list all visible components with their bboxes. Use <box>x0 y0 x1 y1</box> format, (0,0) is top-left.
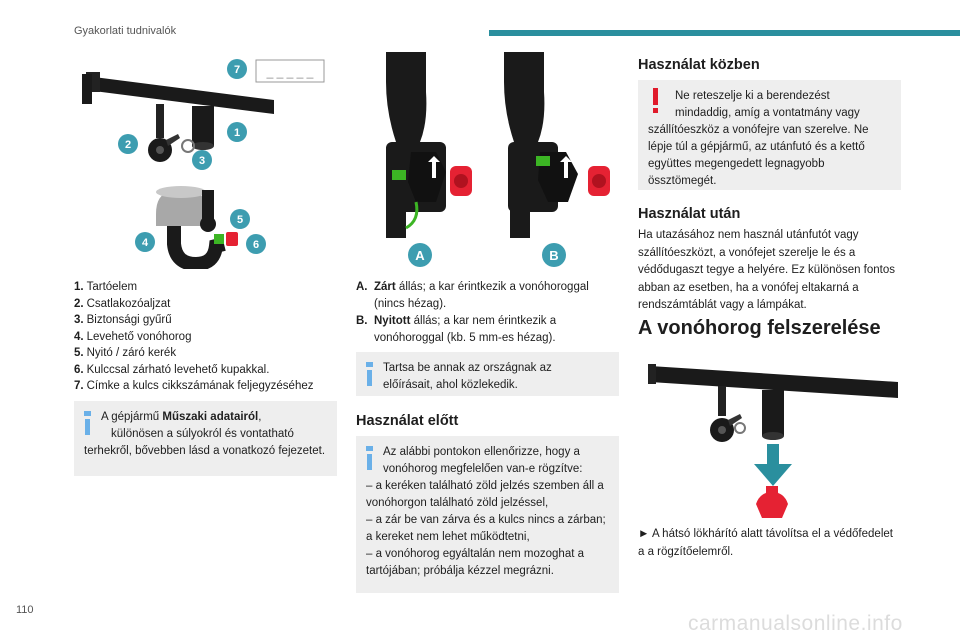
position-b-figure: B <box>490 52 618 268</box>
after-use-text: Ha utazásához nem használ utánfutót vagy… <box>638 229 896 311</box>
callout-1: 1 <box>234 127 240 139</box>
legend-item: 1.Tartóelem <box>74 281 138 293</box>
info-box-before-use: Az alábbi pontokon ellenőrizze, hogy a v… <box>356 436 619 593</box>
callout-3: 3 <box>199 155 205 167</box>
info-box-technical-data: A gépjármű Műszaki adatairól, különösen … <box>74 401 337 476</box>
info-box-country-rules: Tartsa be annak az országnak az előírása… <box>356 352 619 396</box>
legend-item: 4.Levehető vonóhorog <box>74 330 192 343</box>
info-icon <box>366 362 373 386</box>
section-heading-before-use: Használat előtt <box>356 413 459 429</box>
warning-box-during-use: Ne reteszelje ki a berendezést mindaddig… <box>638 80 901 190</box>
callout-4: 4 <box>142 237 149 249</box>
list-item: A. Zárt állás; a kar érintkezik a vonóho… <box>356 281 589 310</box>
towbar-assembly-figure: _ _ _ _ _ 7 1 2 3 5 4 6 <box>74 54 339 269</box>
callout-6: 6 <box>253 239 259 251</box>
section-heading-after-use: Használat után <box>638 206 741 222</box>
parts-legend: 1.Tartóelem 2.Csatlakozóaljzat 3.Biztons… <box>74 279 339 395</box>
warning-icon <box>652 88 659 114</box>
callout-5: 5 <box>237 214 243 226</box>
callout-7: 7 <box>234 64 240 76</box>
position-list: A. Zárt állás; a kar érintkezik a vonóho… <box>356 279 618 347</box>
check-item: – a vonóhorog egyáltalán nem mozoghat a … <box>366 548 585 577</box>
page-number: 110 <box>16 604 34 616</box>
badge-b: B <box>549 248 558 263</box>
legend-item: 5.Nyitó / záró kerék <box>74 347 177 359</box>
info-icon <box>366 446 373 470</box>
legend-item: 3.Biztonsági gyűrű <box>74 314 172 326</box>
page-section-title: A vonóhorog felszerelése <box>638 317 881 339</box>
running-header: Gyakorlati tudnivalók <box>74 25 177 37</box>
watermark: carmanualsonline.info <box>688 612 903 635</box>
legend-item: 6.Kulccsal zárható levehető kupakkal. <box>74 363 270 376</box>
check-item: – a keréken található zöld jelzés szembe… <box>366 480 604 509</box>
list-item: B. Nyitott állás; a kar nem érintkezik a… <box>356 315 557 344</box>
info-icon <box>84 411 91 435</box>
badge-a: A <box>415 248 425 263</box>
legend-item: 7.Címke a kulcs cikkszámának feljegyzésé… <box>74 380 314 392</box>
header-accent-bar <box>489 30 960 36</box>
callout-2: 2 <box>125 139 131 151</box>
label-placeholder: _ _ _ _ _ <box>266 65 314 79</box>
mounting-figure <box>648 362 900 524</box>
mounting-step: ► A hátsó lökhárító alatt távolítsa el a… <box>638 528 893 558</box>
position-a-figure: A <box>356 52 484 268</box>
check-item: – a zár be van zárva és a kulcs nincs a … <box>366 514 606 543</box>
section-heading-during-use: Használat közben <box>638 57 760 73</box>
legend-item: 2.Csatlakozóaljzat <box>74 297 171 310</box>
